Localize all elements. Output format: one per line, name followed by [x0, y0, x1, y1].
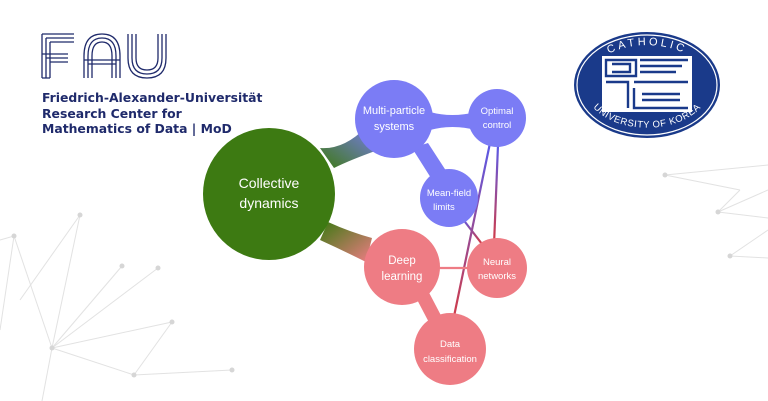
edge-meanfield-neural [461, 217, 483, 245]
label-data-1: Data [440, 339, 461, 350]
connector-multiparticle-optimal [430, 112, 476, 130]
label-neural-2: networks [478, 271, 516, 282]
node-collective-dynamics [203, 128, 335, 260]
cuk-logo: CATHOLIC UNIVERSITY OF KOREA [574, 32, 720, 138]
label-meanfield-1: Mean-field [427, 188, 471, 199]
label-deep-1: Deep [388, 255, 416, 267]
label-neural-1: Neural [483, 257, 511, 268]
fau-logo [41, 33, 167, 79]
node-meanfield-limits [420, 169, 478, 227]
diagram-edges [432, 142, 500, 327]
fau-institution-text: Friedrich-Alexander-Universität Research… [42, 90, 262, 137]
node-multiparticle-systems [355, 80, 433, 158]
label-multiparticle-1: Multi-particle [363, 105, 425, 117]
node-deep-learning [364, 229, 440, 305]
label-meanfield-2: limits [433, 202, 455, 213]
node-data-classification [414, 313, 486, 385]
fau-line-1: Friedrich-Alexander-Universität [42, 90, 263, 105]
diagram-labels: Collective dynamics Multi-particle syste… [239, 105, 517, 365]
fau-line-3: Mathematics of Data | MoD [42, 121, 232, 137]
label-data-2: classification [423, 354, 477, 365]
connector-collective-deep [320, 222, 372, 262]
node-optimal-control [468, 89, 526, 147]
label-multiparticle-2: systems [374, 121, 415, 133]
label-deep-2: learning [382, 271, 423, 283]
diagram-nodes [203, 80, 527, 385]
label-optimal-1: Optimal [481, 106, 514, 117]
edge-optimal-data [450, 142, 492, 327]
label-collective-2: dynamics [239, 195, 298, 211]
background-dots [11, 172, 733, 378]
fau-line-2: Research Center for [42, 105, 182, 121]
edge-optimal-neural [492, 144, 500, 246]
background-lines [0, 164, 768, 401]
node-neural-networks [467, 238, 527, 298]
label-optimal-2: control [483, 120, 512, 131]
label-collective-1: Collective [239, 175, 300, 191]
